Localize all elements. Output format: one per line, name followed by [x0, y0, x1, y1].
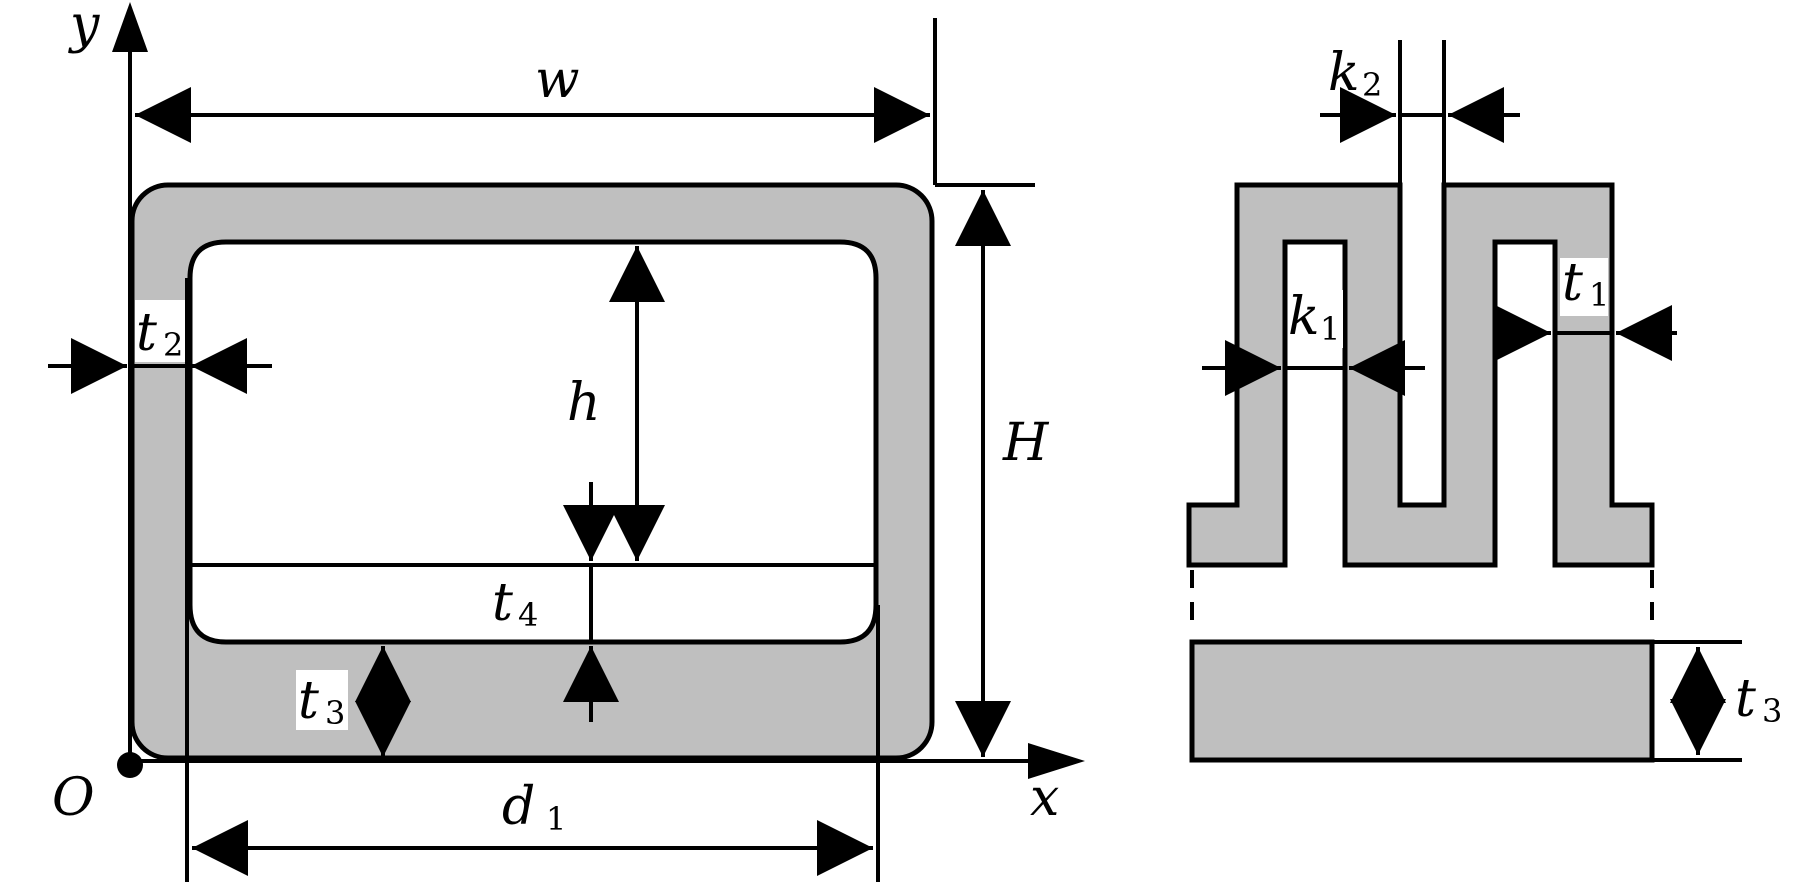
- comb-profile: [1186, 182, 1655, 568]
- k2-label: k 2: [1328, 43, 1382, 104]
- svg-text:1: 1: [546, 800, 566, 838]
- svg-text:4: 4: [518, 596, 538, 634]
- y-axis-arrowhead: [112, 2, 148, 52]
- side-view: k 2 k 1 t 1 t 3: [1186, 40, 1782, 763]
- svg-text:d: d: [502, 777, 535, 837]
- t2-label: t 2: [135, 300, 185, 364]
- svg-text:k: k: [1288, 287, 1320, 347]
- origin-label: O: [52, 768, 95, 828]
- svg-text:2: 2: [1362, 66, 1382, 104]
- inner-window: [187, 239, 879, 645]
- y-axis-label: y: [68, 0, 100, 55]
- origin-dot: [117, 752, 143, 778]
- d1-label: d 1: [502, 777, 566, 838]
- svg-text:k: k: [1328, 43, 1360, 103]
- svg-text:t: t: [1562, 253, 1583, 313]
- h-label: h: [567, 373, 601, 433]
- svg-text:t: t: [492, 573, 513, 633]
- svg-text:1: 1: [1320, 310, 1340, 348]
- svg-text:3: 3: [1762, 692, 1782, 730]
- svg-text:3: 3: [325, 694, 345, 732]
- svg-text:1: 1: [1589, 276, 1609, 314]
- t1-label: t 1: [1560, 253, 1609, 316]
- t3-side-label: t 3: [1735, 669, 1782, 730]
- svg-text:2: 2: [163, 326, 183, 364]
- t3-front-label: t 3: [296, 670, 348, 732]
- svg-text:t: t: [1735, 669, 1756, 729]
- k1-label: k 1: [1288, 287, 1343, 348]
- svg-text:t: t: [136, 303, 157, 363]
- base-plate: [1189, 639, 1655, 763]
- H-label: H: [1002, 413, 1050, 473]
- w-label: w: [535, 50, 580, 110]
- front-view: y O x w H h t 2 t 4 t 3 d 1: [48, 0, 1085, 882]
- x-axis-arrowhead: [1028, 743, 1085, 779]
- t4-label: t 4: [492, 573, 538, 634]
- svg-text:t: t: [298, 671, 319, 731]
- x-axis-label: x: [1030, 768, 1059, 828]
